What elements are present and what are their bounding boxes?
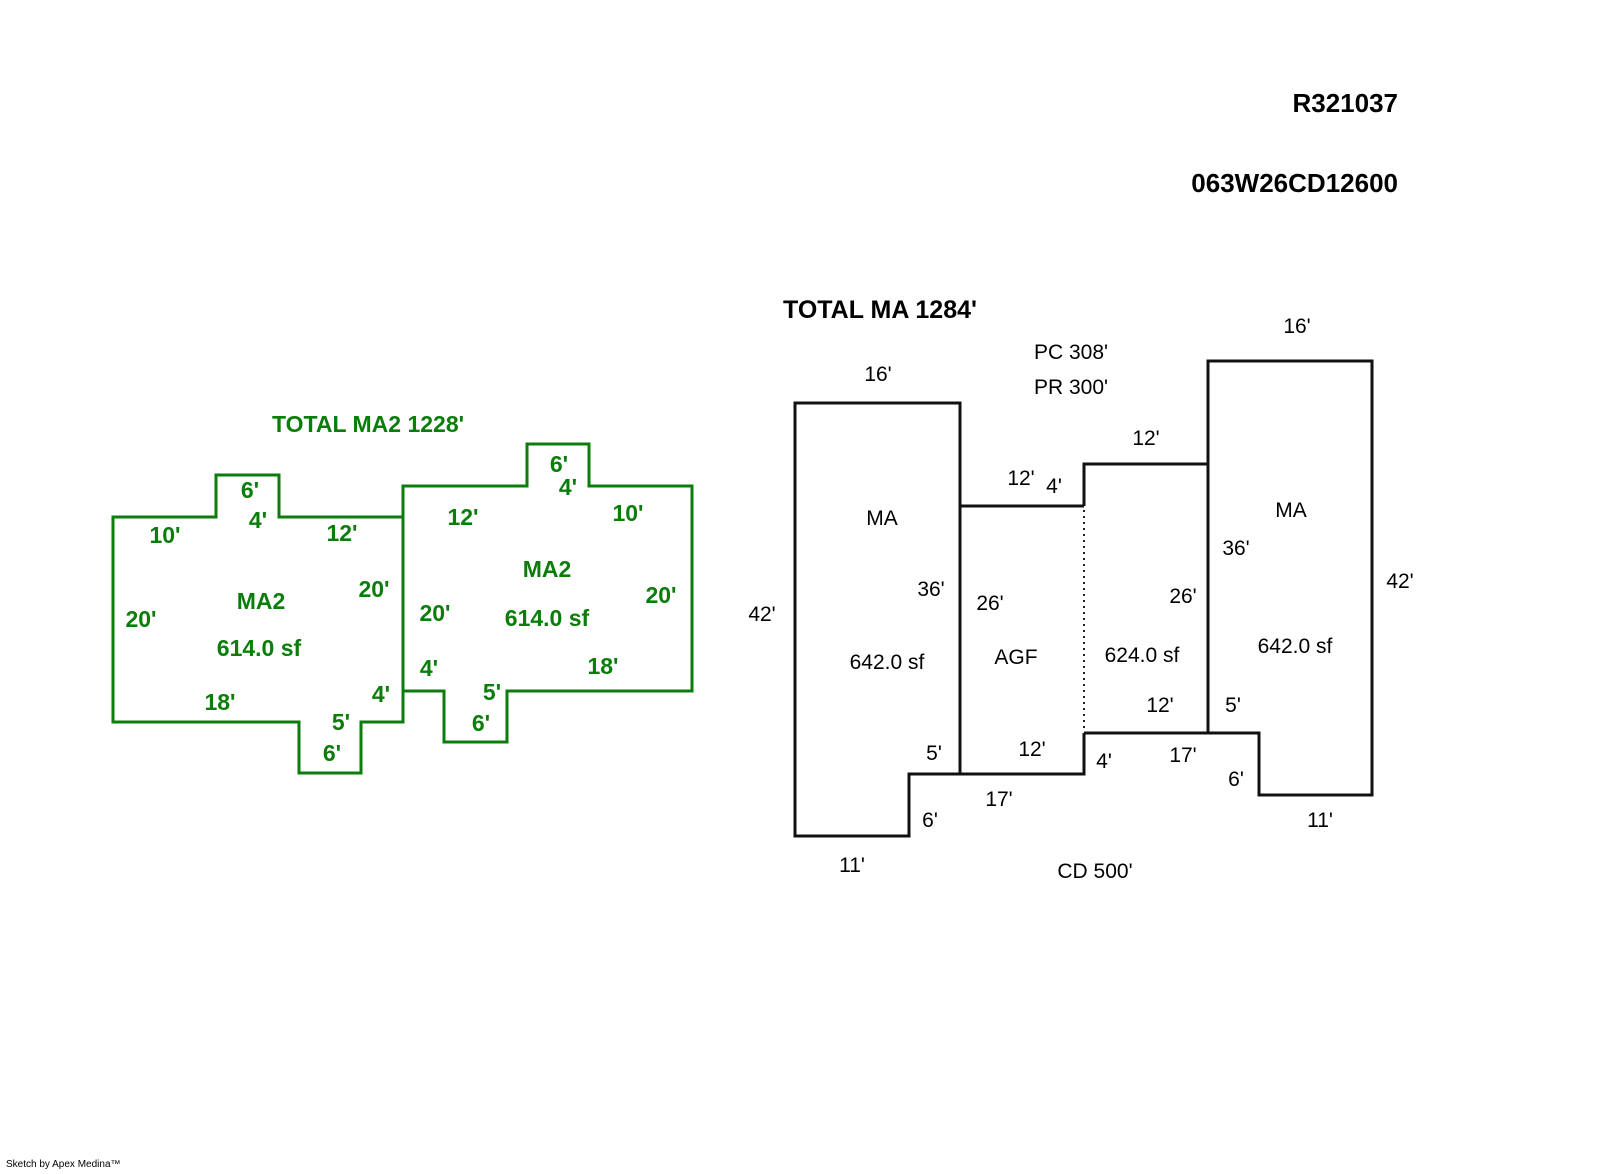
ma-right-top: 16' (1283, 315, 1310, 338)
ma-left-right-side: 36' (917, 578, 944, 601)
ma2-right-bump-width: 6' (550, 451, 568, 477)
ma-left-left-side: 42' (748, 603, 775, 626)
ma-right-bottom: 11' (1307, 809, 1333, 832)
ma2-right-bottom-right: 18' (587, 653, 618, 679)
ma2-left-notch-depth: 5' (332, 709, 350, 735)
ma2-left-top-left: 10' (149, 522, 180, 548)
ma-middle-outline (1082, 462, 1208, 735)
ma-right-name: MA (1275, 499, 1307, 522)
ma-left-top: 16' (864, 363, 891, 386)
ma-middle-area: 624.0 sf (1105, 644, 1180, 667)
pr-label: PR 300' (1034, 376, 1108, 399)
ma-total-label: TOTAL MA 1284' (783, 296, 977, 324)
ma2-left-right-side: 20' (358, 576, 389, 602)
ma-right-left-side: 36' (1222, 537, 1249, 560)
ma-right-step-depth: 5' (1225, 694, 1241, 717)
ma2-right-top-left: 12' (447, 504, 478, 530)
ma-left-name: MA (866, 507, 898, 530)
ma2-left-bottom-left: 18' (204, 689, 235, 715)
ma2-right-top-right: 10' (612, 500, 643, 526)
ma-middle-bottom-outer: 17' (1169, 744, 1196, 767)
ma-middle-right-side: 26' (1169, 585, 1196, 608)
ma2-left-left-side: 20' (125, 606, 156, 632)
ma-left-bottom: 11' (839, 854, 865, 877)
pc-label: PC 308' (1034, 341, 1108, 364)
ma2-right-area: 614.0 sf (505, 605, 590, 631)
ma2-left-bump-width: 6' (241, 477, 259, 503)
ma2-right-left-side: 20' (419, 600, 450, 626)
ma2-left-notch-width: 6' (323, 740, 341, 766)
ma-right-step-width: 6' (1228, 768, 1244, 791)
cd-label: CD 500' (1057, 860, 1132, 883)
ma2-left-right-lower: 4' (372, 681, 390, 707)
ma2-left-bump-depth: 4' (249, 507, 267, 533)
ma2-right-bump-depth: 4' (559, 474, 577, 500)
agf-bottom-outer: 17' (985, 788, 1012, 811)
ma-right-right-side: 42' (1386, 570, 1413, 593)
ma-left-step-width: 6' (922, 809, 938, 832)
ma2-left-name: MA2 (237, 588, 286, 614)
ma2-right-right-side: 20' (645, 582, 676, 608)
ma-right-area: 642.0 sf (1258, 635, 1333, 658)
agf-outline (960, 504, 1086, 776)
ma2-right-outline (401, 442, 694, 744)
ma2-right-left-lower: 4' (420, 655, 438, 681)
ma-middle-bottom-inner: 12' (1146, 694, 1173, 717)
ma2-left-area: 614.0 sf (217, 635, 302, 661)
ma2-left-top-right: 12' (326, 520, 357, 546)
ma2-right-notch-depth: 5' (483, 679, 501, 705)
ma-left-step-depth: 5' (926, 742, 942, 765)
ma-left-area: 642.0 sf (850, 651, 925, 674)
record-id: R321037 (1292, 88, 1398, 118)
ma-right-outline (1206, 359, 1374, 797)
agf-name: AGF (994, 646, 1037, 669)
ma-middle-top: 12' (1132, 427, 1159, 450)
ma-left-outline (793, 401, 962, 838)
ma-middle-bottom-step: 4' (1096, 750, 1112, 773)
sketch-credit: Sketch by Apex Medina™ (6, 1159, 121, 1170)
agf-top-step: 4' (1046, 475, 1062, 498)
ma2-right-name: MA2 (523, 556, 572, 582)
agf-bottom-inner: 12' (1018, 738, 1045, 761)
ma2-total-label: TOTAL MA2 1228' (272, 411, 464, 437)
agf-top: 12' (1007, 467, 1034, 490)
ma2-left-outline (111, 473, 405, 775)
parcel-id: 063W26CD12600 (1191, 168, 1398, 198)
ma2-right-notch-width: 6' (472, 710, 490, 736)
agf-left-side: 26' (976, 592, 1003, 615)
